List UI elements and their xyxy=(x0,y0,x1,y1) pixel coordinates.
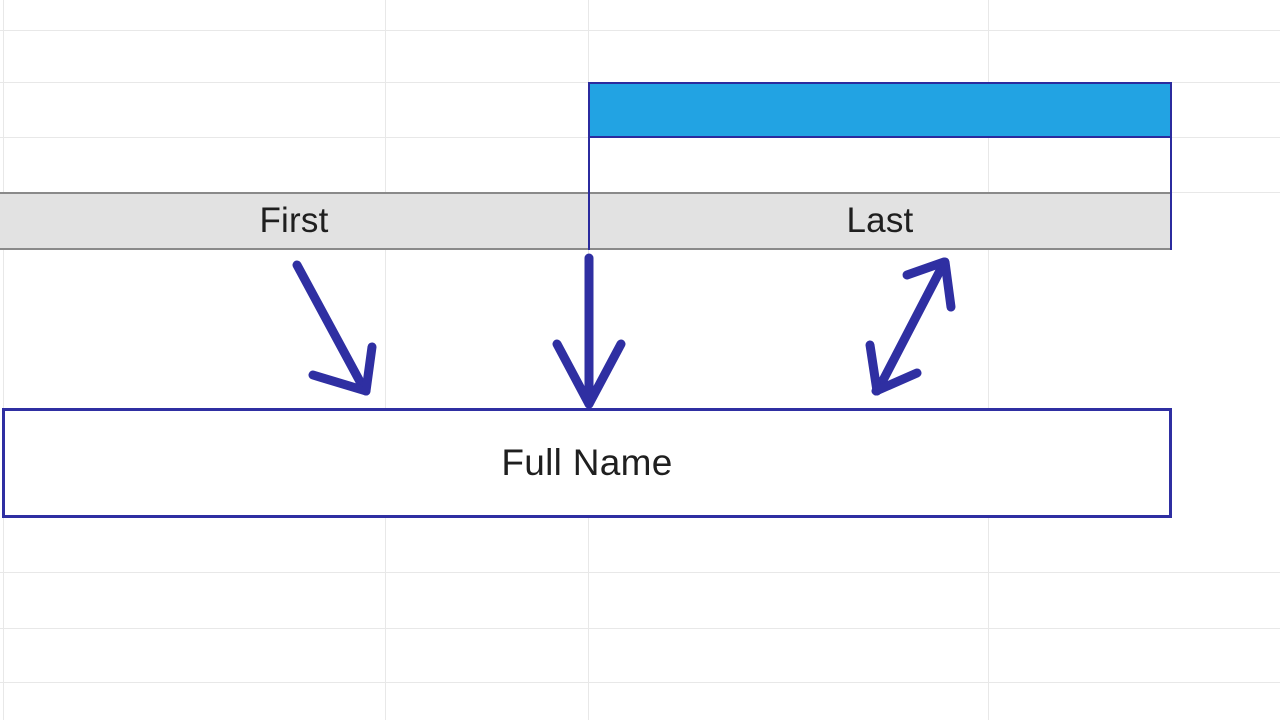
selection-extension-upper xyxy=(588,138,1172,192)
column-header-first-label: First xyxy=(259,201,329,240)
column-header-row: First Last xyxy=(0,192,1172,250)
grid-hline xyxy=(0,682,1280,683)
grid-vline xyxy=(385,0,386,720)
column-header-first[interactable]: First xyxy=(0,194,588,248)
full-name-label: Full Name xyxy=(501,442,673,483)
grid-vline xyxy=(3,0,4,720)
grid-hline xyxy=(0,628,1280,629)
grid-hline xyxy=(0,572,1280,573)
column-header-last[interactable]: Last xyxy=(588,194,1172,248)
full-name-result-cell[interactable]: Full Name xyxy=(2,408,1172,518)
grid-hline xyxy=(0,30,1280,31)
selected-cell-range[interactable] xyxy=(588,82,1172,138)
selection-extension-lower xyxy=(588,192,1172,250)
grid-vline xyxy=(988,0,989,720)
column-header-last-label: Last xyxy=(846,201,914,240)
